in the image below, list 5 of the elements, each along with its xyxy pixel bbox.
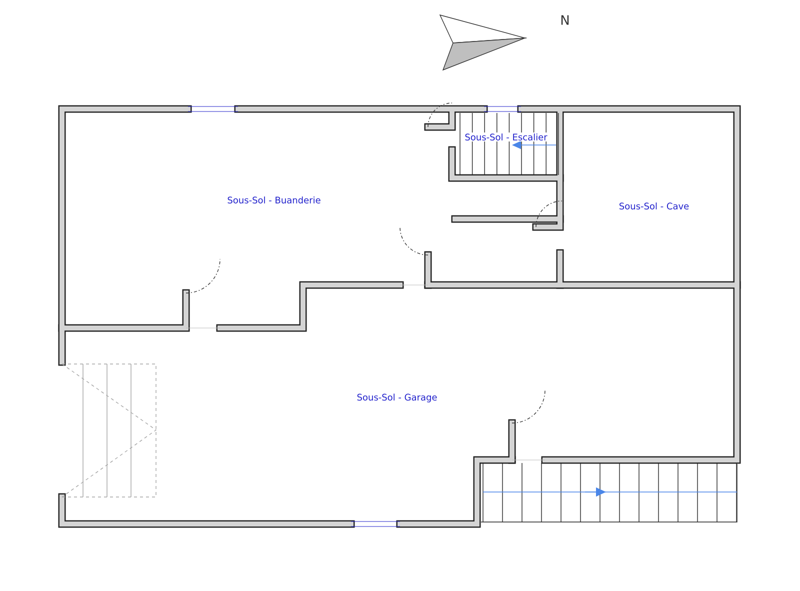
room-label: Sous-Sol - Escalier bbox=[464, 132, 548, 142]
room-label: Sous-Sol - Garage bbox=[356, 392, 438, 404]
room-label: Sous-Sol - Cave bbox=[618, 202, 690, 210]
room-label: Sous-Sol - Buanderie bbox=[226, 196, 322, 204]
compass-label: N bbox=[561, 15, 569, 25]
